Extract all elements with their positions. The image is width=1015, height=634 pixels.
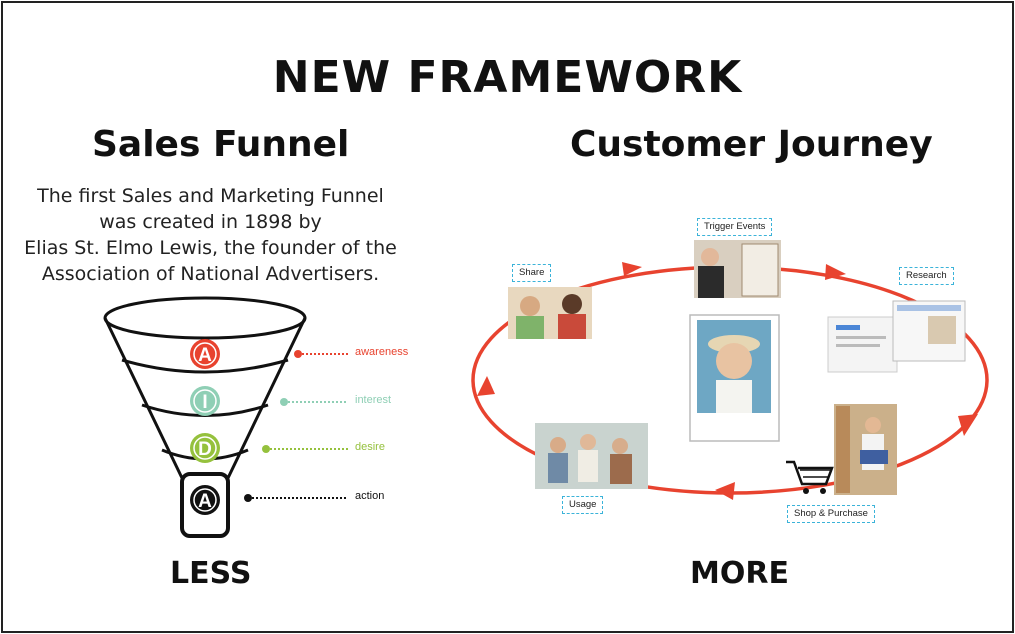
- journey-footer: MORE: [690, 556, 789, 591]
- intro-line: was created in 1898 by: [99, 211, 322, 233]
- customer-journey-title: Customer Journey: [570, 124, 933, 165]
- share-photo: [508, 287, 592, 339]
- step-trigger-events: Trigger Events: [697, 218, 773, 236]
- leader-desire: [262, 445, 348, 453]
- stage-letter: A: [198, 491, 212, 512]
- shopping-cart-icon: [786, 460, 834, 494]
- stage-label-action: action: [355, 490, 385, 502]
- stage-letter: I: [202, 392, 207, 413]
- stage-desire: D: [190, 433, 220, 463]
- stage-action: A: [190, 485, 220, 515]
- sales-funnel-title: Sales Funnel: [92, 124, 350, 165]
- stage-letter: A: [198, 345, 212, 366]
- stage-letter: D: [198, 439, 212, 460]
- center-customer-photo: [689, 314, 780, 442]
- shop-purchase-photo: [834, 404, 897, 495]
- step-usage: Usage: [562, 496, 604, 514]
- journey-arrow: [825, 264, 846, 280]
- step-research: Research: [899, 267, 954, 285]
- journey-arrow: [715, 482, 735, 500]
- research-photo: [827, 300, 966, 373]
- leader-action: [244, 494, 348, 502]
- intro-line: Elias St. Elmo Lewis, the founder of the: [24, 237, 397, 259]
- journey-arrow: [477, 376, 495, 396]
- sales-funnel-intro: The first Sales and Marketing Funnel was…: [18, 183, 403, 287]
- funnel-footer: LESS: [170, 556, 252, 591]
- intro-line: The first Sales and Marketing Funnel: [37, 185, 384, 207]
- stage-label-desire: desire: [355, 441, 385, 453]
- stage-awareness: A: [190, 339, 220, 369]
- journey-arrow: [622, 262, 642, 276]
- funnel-band: [121, 358, 289, 374]
- stage-label-awareness: awareness: [355, 346, 409, 358]
- step-shop-purchase: Shop & Purchase: [787, 505, 875, 523]
- step-share: Share: [512, 264, 552, 282]
- slide-title: NEW FRAMEWORK: [272, 52, 743, 103]
- usage-photo: [535, 423, 648, 489]
- trigger-events-photo: [694, 240, 781, 298]
- intro-line: Association of National Advertisers.: [41, 263, 380, 285]
- leader-awareness: [294, 350, 348, 358]
- stage-label-interest: interest: [355, 394, 392, 406]
- stage-interest: I: [190, 386, 220, 416]
- leader-interest: [280, 398, 348, 406]
- journey-arrow: [958, 414, 978, 436]
